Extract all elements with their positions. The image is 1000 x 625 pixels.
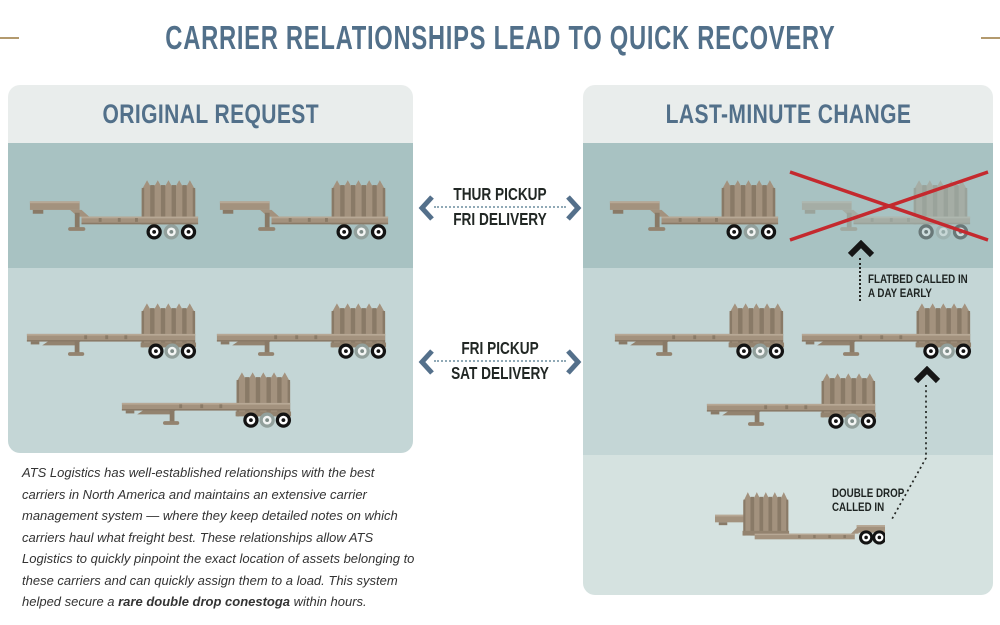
page-title: CARRIER RELATIONSHIPS LEAD TO QUICK RECO… bbox=[164, 19, 836, 56]
left-panel-friday-band bbox=[8, 268, 413, 453]
schedule-text: FRI PICKUP SAT DELIVERY bbox=[418, 336, 582, 386]
description-text: ATS Logistics has well-established relat… bbox=[22, 465, 415, 609]
red-x-icon bbox=[789, 170, 989, 242]
schedule-label-friday: FRI PICKUP SAT DELIVERY bbox=[418, 336, 582, 388]
schedule-label-thursday: THUR PICKUP FRI DELIVERY bbox=[418, 182, 582, 234]
dotted-connector-line bbox=[859, 258, 861, 301]
right-panel-friday-band bbox=[583, 268, 993, 455]
right-chevron-arrow-icon bbox=[566, 349, 582, 375]
flatbed-conestoga-trailer-icon bbox=[800, 303, 972, 361]
flatbed-conestoga-trailer-icon bbox=[215, 303, 387, 361]
title-accent-line-left bbox=[0, 37, 19, 39]
original-request-title: ORIGINAL REQUEST bbox=[102, 98, 319, 129]
pickup-label: THUR PICKUP bbox=[453, 184, 547, 204]
flatbed-conestoga-trailer-icon bbox=[705, 373, 877, 431]
annotation-line: DOUBLE DROP bbox=[832, 488, 905, 500]
delivery-label: SAT DELIVERY bbox=[451, 363, 549, 383]
delivery-label: FRI DELIVERY bbox=[453, 209, 547, 229]
double-drop-annotation: DOUBLE DROP CALLED IN bbox=[832, 488, 917, 515]
annotation-line: A DAY EARLY bbox=[868, 287, 932, 300]
dotted-connector-line bbox=[891, 385, 927, 520]
original-request-header: ORIGINAL REQUEST bbox=[8, 85, 413, 143]
flatbed-conestoga-trailer-icon bbox=[120, 372, 292, 430]
description-paragraph: ATS Logistics has well-established relat… bbox=[22, 462, 418, 613]
stepdeck-conestoga-trailer-icon bbox=[218, 172, 390, 244]
title-row: CARRIER RELATIONSHIPS LEAD TO QUICK RECO… bbox=[0, 14, 1000, 62]
stepdeck-conestoga-trailer-icon bbox=[608, 172, 780, 244]
right-chevron-arrow-icon bbox=[566, 195, 582, 221]
title-accent-line-right bbox=[981, 37, 1000, 39]
left-chevron-arrow-icon bbox=[418, 195, 434, 221]
last-minute-change-panel: LAST-MINUTE CHANGE bbox=[583, 85, 993, 595]
dotted-connector-line bbox=[434, 206, 566, 208]
flatbed-conestoga-trailer-icon bbox=[25, 303, 197, 361]
annotation-line: CALLED IN bbox=[832, 501, 885, 514]
up-chevron-arrow-icon bbox=[847, 240, 875, 258]
flatbed-annotation: FLATBED CALLED IN A DAY EARLY bbox=[868, 274, 985, 301]
last-minute-change-title: LAST-MINUTE CHANGE bbox=[665, 98, 911, 129]
last-minute-change-header: LAST-MINUTE CHANGE bbox=[583, 85, 993, 143]
dotted-connector-line bbox=[434, 360, 566, 362]
annotation-line: FLATBED CALLED IN bbox=[868, 274, 968, 286]
up-chevron-arrow-icon bbox=[913, 366, 941, 384]
stepdeck-conestoga-trailer-icon bbox=[28, 172, 200, 244]
description-text: within hours. bbox=[290, 594, 367, 609]
left-chevron-arrow-icon bbox=[418, 349, 434, 375]
pickup-label: FRI PICKUP bbox=[461, 338, 539, 358]
schedule-text: THUR PICKUP FRI DELIVERY bbox=[418, 182, 582, 232]
flatbed-conestoga-trailer-icon bbox=[613, 303, 785, 361]
description-bold-text: rare double drop conestoga bbox=[118, 594, 291, 609]
